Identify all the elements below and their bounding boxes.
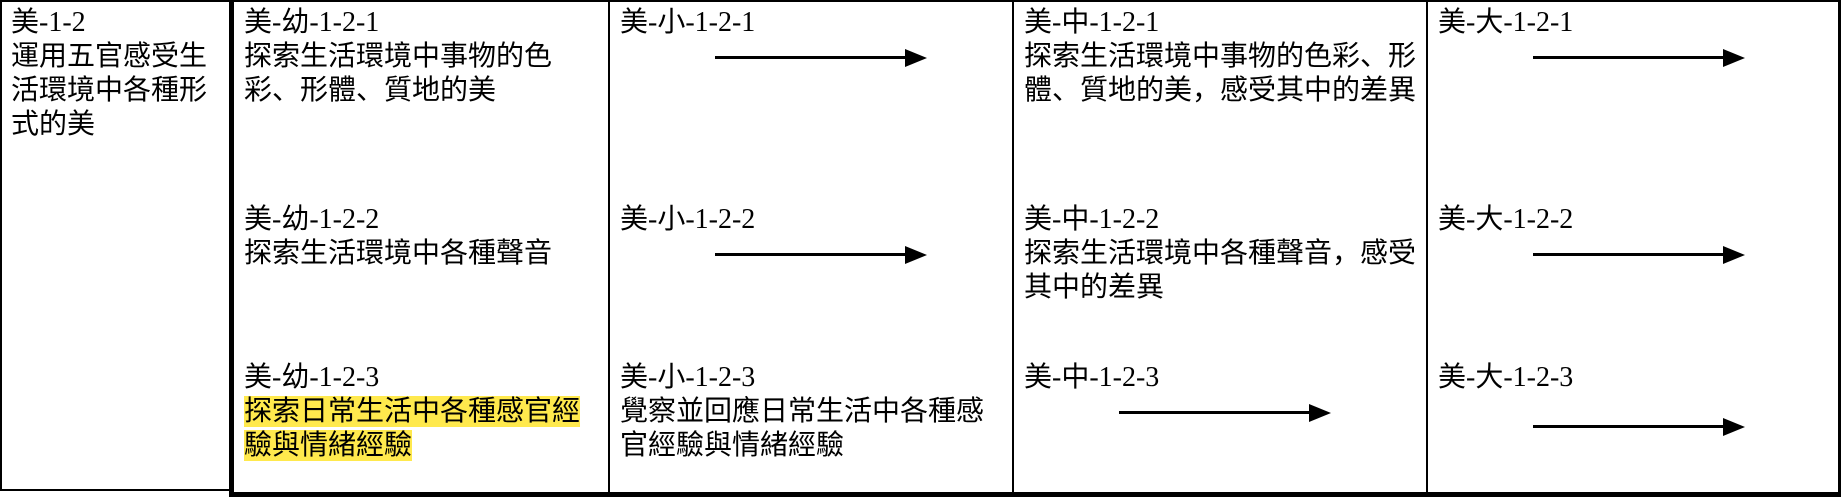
standard-code: 美-幼-1-2-2 [244, 204, 380, 235]
standard-entry: 美-幼-1-2-2 探索生活環境中各種聲音 [244, 203, 598, 271]
arrow-right-icon [715, 253, 905, 256]
standard-entry: 美-大-1-2-1 [1438, 6, 1828, 59]
standard-code: 美-幼-1-2-3 [244, 362, 380, 393]
arrow-right-icon [1119, 411, 1309, 414]
standard-code: 美-小-1-2-3 [620, 362, 756, 393]
standard-code: 美-大-1-2-2 [1438, 204, 1574, 235]
standard-code: 美-中-1-2-2 [1024, 204, 1160, 235]
standard-entry: 美-幼-1-2-1 探索生活環境中事物的色彩、形體、質地的美 [244, 6, 598, 108]
standard-code: 美-小-1-2-1 [620, 7, 756, 38]
goal-cell: 美-1-2 運用五官感受生活環境中各種形式的美 [0, 0, 229, 491]
standard-entry: 美-中-1-2-3 [1024, 361, 1416, 414]
standard-entry: 美-幼-1-2-3 探索日常生活中各種感官經驗與情緒經驗 [244, 361, 598, 463]
goal-code: 美-1-2 [11, 7, 86, 38]
standard-code: 美-大-1-2-1 [1438, 7, 1574, 38]
column-zhong: 美-中-1-2-1 探索生活環境中事物的色彩、形體、質地的美，感受其中的差異 美… [1014, 2, 1428, 492]
standard-entry: 美-中-1-2-1 探索生活環境中事物的色彩、形體、質地的美，感受其中的差異 [1024, 6, 1416, 108]
standard-code: 美-中-1-2-3 [1024, 362, 1160, 393]
standard-description: 探索生活環境中各種聲音，感受其中的差異 [1024, 238, 1417, 303]
levels-box: 美-幼-1-2-1 探索生活環境中事物的色彩、形體、質地的美 美-幼-1-2-2… [229, 0, 1841, 497]
column-xiao: 美-小-1-2-1 美-小-1-2-2 美-小-1-2-3 覺察並回應日常生活中… [610, 2, 1014, 492]
standard-code: 美-中-1-2-1 [1024, 7, 1160, 38]
standard-entry: 美-小-1-2-2 [620, 203, 1002, 256]
column-da: 美-大-1-2-1 美-大-1-2-2 美-大-1-2-3 [1428, 2, 1838, 492]
goal-description: 運用五官感受生活環境中各種形式的美 [11, 41, 208, 140]
standard-description: 探索生活環境中各種聲音 [244, 238, 553, 269]
standard-entry: 美-小-1-2-3 覺察並回應日常生活中各種感官經驗與情緒經驗 [620, 361, 1002, 463]
standard-code: 美-大-1-2-3 [1438, 362, 1574, 393]
standard-description: 覺察並回應日常生活中各種感官經驗與情緒經驗 [620, 396, 985, 461]
standard-code: 美-小-1-2-2 [620, 204, 756, 235]
standard-description: 探索生活環境中事物的色彩、形體、質地的美，感受其中的差異 [1024, 41, 1417, 106]
standard-entry: 美-大-1-2-2 [1438, 203, 1828, 256]
column-you: 美-幼-1-2-1 探索生活環境中事物的色彩、形體、質地的美 美-幼-1-2-2… [234, 2, 610, 492]
standard-code: 美-幼-1-2-1 [244, 7, 380, 38]
arrow-right-icon [1533, 253, 1723, 256]
standard-entry: 美-中-1-2-2 探索生活環境中各種聲音，感受其中的差異 [1024, 203, 1416, 305]
arrow-right-icon [1533, 425, 1723, 428]
arrow-right-icon [715, 56, 905, 59]
standard-description: 探索日常生活中各種感官經驗與情緒經驗 [244, 395, 598, 463]
standard-entry: 美-小-1-2-1 [620, 6, 1002, 59]
highlighted-text: 探索日常生活中各種感官經驗與情緒經驗 [244, 396, 581, 461]
standard-description: 探索生活環境中事物的色彩、形體、質地的美 [244, 41, 553, 106]
standard-entry: 美-大-1-2-3 [1438, 361, 1828, 428]
arrow-right-icon [1533, 56, 1723, 59]
